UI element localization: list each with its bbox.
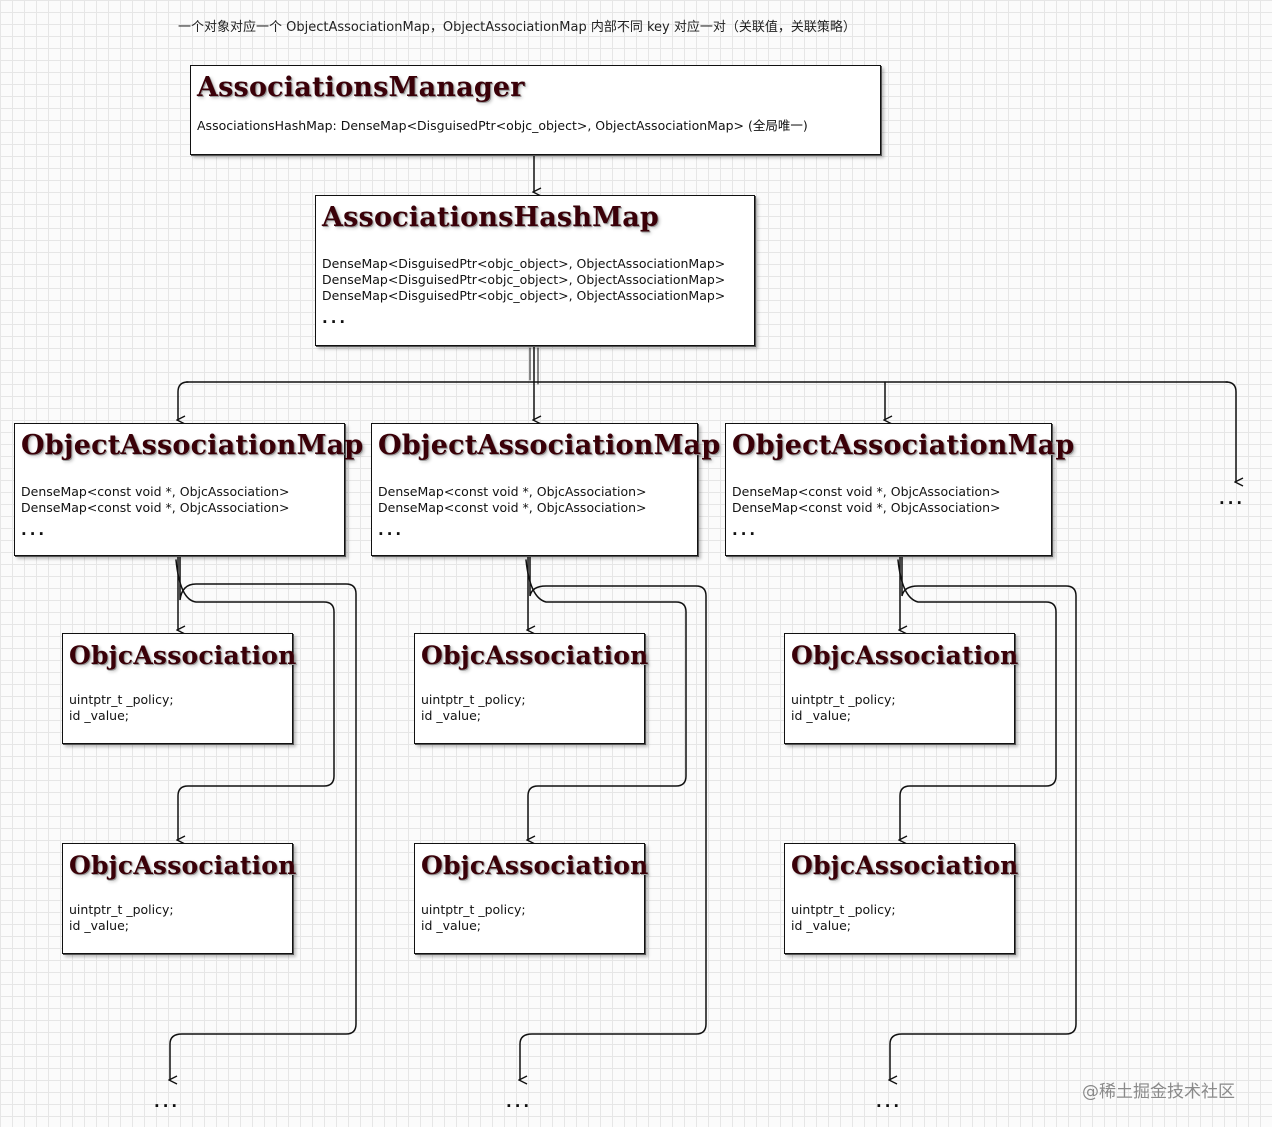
objc-association-value: id _value; (69, 918, 129, 933)
objc-association-policy: uintptr_t _policy; (791, 902, 896, 917)
more-associations-ellipsis: ... (154, 1093, 181, 1111)
objc-association-policy: uintptr_t _policy; (791, 692, 896, 707)
object-association-map-title: ObjectAssociationMap (378, 430, 721, 461)
more-object-maps-ellipsis: ... (1219, 490, 1246, 508)
hashmap-entry: DenseMap<DisguisedPtr<objc_object>, Obje… (322, 288, 726, 303)
associations-manager-box: AssociationsManager AssociationsHashMap:… (190, 65, 881, 155)
objc-association-box: ObjcAssociation uintptr_t _policy; id _v… (784, 633, 1019, 744)
arrow-to-more-maps (1225, 381, 1236, 482)
objc-association-box: ObjcAssociation uintptr_t _policy; id _v… (414, 843, 649, 954)
object-association-map-box: ObjectAssociationMap DenseMap<const void… (725, 423, 1075, 556)
objc-association-title: ObjcAssociation (791, 851, 1019, 880)
objc-association-box: ObjcAssociation uintptr_t _policy; id _v… (784, 843, 1019, 954)
watermark: @稀土掘金技术社区 (1082, 1082, 1235, 1102)
associations-hashmap-title: AssociationsHashMap (322, 202, 660, 233)
objc-association-value: id _value; (69, 708, 129, 723)
object-map-ellipsis: ... (21, 521, 48, 539)
object-association-map-box: ObjectAssociationMap DenseMap<const void… (371, 423, 721, 556)
objc-association-policy: uintptr_t _policy; (69, 902, 174, 917)
objc-association-value: id _value; (791, 708, 851, 723)
objc-association-box: ObjcAssociation uintptr_t _policy; id _v… (62, 633, 297, 744)
objc-association-box: ObjcAssociation uintptr_t _policy; id _v… (62, 843, 297, 954)
object-association-map-title: ObjectAssociationMap (732, 430, 1075, 461)
object-map-entry: DenseMap<const void *, ObjcAssociation> (21, 484, 290, 499)
object-map-entry: DenseMap<const void *, ObjcAssociation> (732, 500, 1001, 515)
objc-association-value: id _value; (791, 918, 851, 933)
objc-association-policy: uintptr_t _policy; (69, 692, 174, 707)
object-association-map-title: ObjectAssociationMap (21, 430, 364, 461)
objc-association-title: ObjcAssociation (69, 851, 297, 880)
objc-association-box: ObjcAssociation uintptr_t _policy; id _v… (414, 633, 649, 744)
objc-association-title: ObjcAssociation (69, 641, 297, 670)
objc-association-value: id _value; (421, 918, 481, 933)
object-map-entry: DenseMap<const void *, ObjcAssociation> (732, 484, 1001, 499)
more-associations-ellipsis: ... (506, 1093, 533, 1111)
objc-association-title: ObjcAssociation (791, 641, 1019, 670)
more-associations-ellipsis: ... (876, 1093, 903, 1111)
associations-manager-title: AssociationsManager (197, 72, 525, 103)
objc-association-value: id _value; (421, 708, 481, 723)
objc-association-policy: uintptr_t _policy; (421, 692, 526, 707)
hashmap-entry: DenseMap<DisguisedPtr<objc_object>, Obje… (322, 272, 726, 287)
object-map-entry: DenseMap<const void *, ObjcAssociation> (378, 484, 647, 499)
object-map-entry: DenseMap<const void *, ObjcAssociation> (378, 500, 647, 515)
objc-association-policy: uintptr_t _policy; (421, 902, 526, 917)
object-map-ellipsis: ... (732, 521, 759, 539)
objc-association-title: ObjcAssociation (421, 641, 649, 670)
hashmap-ellipsis: ... (322, 309, 349, 327)
object-association-map-box: ObjectAssociationMap DenseMap<const void… (14, 423, 364, 556)
associations-manager-description: AssociationsHashMap: DenseMap<DisguisedP… (197, 118, 808, 133)
arrow-to-objmap-1 (178, 381, 189, 420)
hashmap-entry: DenseMap<DisguisedPtr<objc_object>, Obje… (322, 256, 726, 271)
object-map-entry: DenseMap<const void *, ObjcAssociation> (21, 500, 290, 515)
associations-hashmap-box: AssociationsHashMap DenseMap<DisguisedPt… (315, 195, 755, 346)
objc-association-title: ObjcAssociation (421, 851, 649, 880)
object-map-ellipsis: ... (378, 521, 405, 539)
diagram-caption: 一个对象对应一个 ObjectAssociationMap，ObjectAsso… (178, 20, 856, 35)
